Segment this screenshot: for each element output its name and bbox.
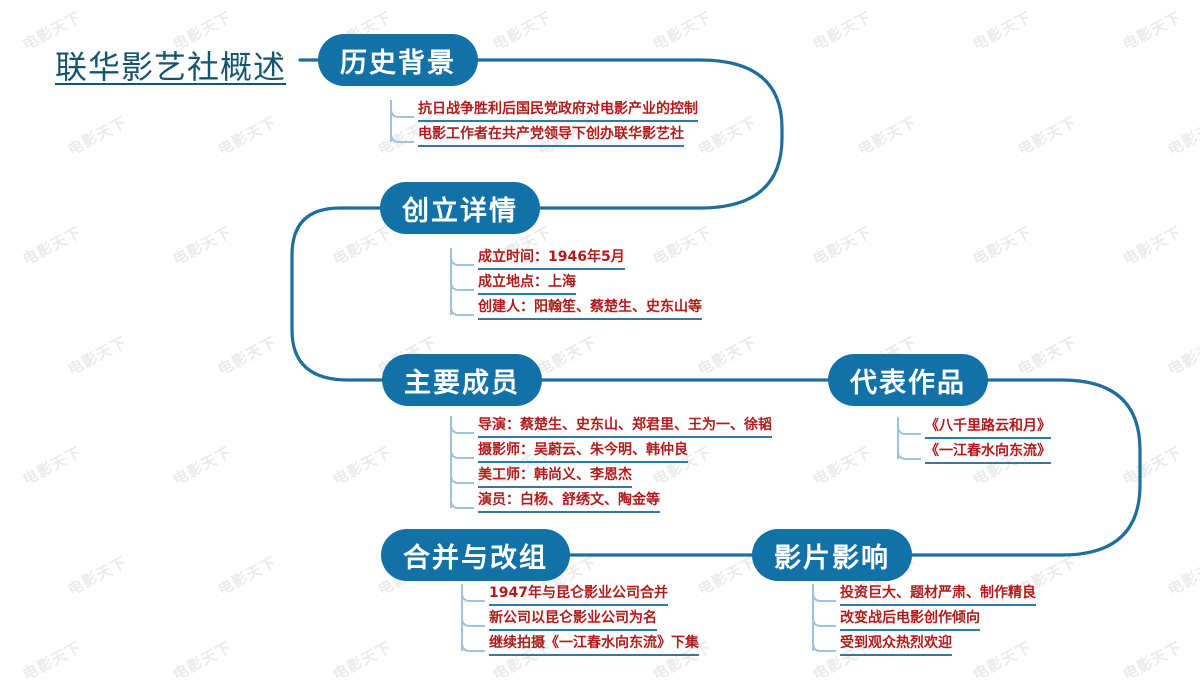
- watermark-text: 电影天下: [809, 7, 875, 54]
- watermark-text: 电影天下: [1164, 332, 1200, 379]
- watermark-text: 电影天下: [1164, 112, 1200, 159]
- leaf-group-history: 抗日战争胜利后国民党政府对电影产业的控制电影工作者在共产党领导下创办联华影艺社: [388, 98, 698, 148]
- leaf-item-label: 新公司以昆仑影业公司为名: [489, 608, 657, 631]
- node-founding[interactable]: 创立详情: [380, 182, 540, 234]
- node-impact[interactable]: 影片影响: [752, 529, 912, 581]
- leaf-item-label: 成立时间：1946年5月: [478, 247, 625, 270]
- watermark-text: 电影天下: [64, 112, 130, 159]
- watermark-text: 电影天下: [1164, 552, 1200, 599]
- leaf-item-label: 摄影师：吴蔚云、朱今明、韩仲良: [478, 440, 688, 463]
- leaf-item[interactable]: 1947年与昆仑影业公司合并: [459, 582, 699, 607]
- watermark-text: 电影天下: [489, 7, 555, 54]
- node-members[interactable]: 主要成员: [382, 354, 542, 406]
- watermark-text: 电影天下: [1014, 332, 1080, 379]
- watermark-text: 电影天下: [169, 442, 235, 489]
- leaf-item[interactable]: 新公司以昆仑影业公司为名: [459, 607, 699, 632]
- node-works[interactable]: 代表作品: [828, 354, 988, 406]
- leaf-item-label: 投资巨大、题材严肃、制作精良: [840, 583, 1036, 606]
- watermark-text: 电影天下: [809, 222, 875, 269]
- leaf-item[interactable]: 抗日战争胜利后国民党政府对电影产业的控制: [388, 98, 698, 123]
- watermark-text: 电影天下: [969, 7, 1035, 54]
- watermark-text: 电影天下: [64, 552, 130, 599]
- leaf-group-founding: 成立时间：1946年5月成立地点：上海创建人：阳翰笙、蔡楚生、史东山等: [448, 246, 702, 321]
- leaf-item-label: 《八千里路云和月》: [925, 416, 1051, 439]
- watermark-text: 电影天下: [329, 637, 395, 681]
- watermark-text: 电影天下: [694, 112, 760, 159]
- leaf-item-label: 受到观众热烈欢迎: [840, 633, 952, 656]
- leaf-item[interactable]: 《八千里路云和月》: [895, 415, 1051, 440]
- leaf-item-label: 电影工作者在共产党领导下创办联华影艺社: [418, 124, 684, 147]
- watermark-text: 电影天下: [649, 7, 715, 54]
- watermark-text: 电影天下: [169, 637, 235, 681]
- leaf-item-label: 改变战后电影创作倾向: [840, 608, 980, 631]
- leaf-item[interactable]: 成立地点：上海: [448, 271, 702, 296]
- watermark-text: 电影天下: [214, 332, 280, 379]
- leaf-item[interactable]: 成立时间：1946年5月: [448, 246, 702, 271]
- watermark-text: 电影天下: [1014, 112, 1080, 159]
- watermark-text: 电影天下: [329, 442, 395, 489]
- leaf-item[interactable]: 《一江春水向东流》: [895, 440, 1051, 465]
- leaf-item[interactable]: 改变战后电影创作倾向: [810, 607, 1036, 632]
- link-founding-members: [290, 206, 384, 382]
- leaf-item[interactable]: 演员：白杨、舒绣文、陶金等: [448, 489, 772, 514]
- watermark-text: 电影天下: [969, 222, 1035, 269]
- leaf-item-label: 导演：蔡楚生、史东山、郑君里、王为一、徐韬: [478, 415, 772, 438]
- watermark-text: 电影天下: [19, 637, 85, 681]
- watermark-text: 电影天下: [214, 552, 280, 599]
- watermark-text: 电影天下: [1119, 442, 1185, 489]
- node-history[interactable]: 历史背景: [318, 34, 478, 86]
- leaf-item-label: 《一江春水向东流》: [925, 441, 1051, 464]
- root-title: 联华影艺社概述: [55, 49, 287, 85]
- leaf-group-merger: 1947年与昆仑影业公司合并新公司以昆仑影业公司为名继续拍摄《一江春水向东流》下…: [459, 582, 699, 657]
- leaf-group-members: 导演：蔡楚生、史东山、郑君里、王为一、徐韬摄影师：吴蔚云、朱今明、韩仲良美工师：…: [448, 414, 772, 514]
- watermark-text: 电影天下: [1119, 637, 1185, 681]
- leaf-item-label: 美工师：韩尚义、李恩杰: [478, 465, 632, 488]
- watermark-text: 电影天下: [694, 552, 760, 599]
- watermark-text: 电影天下: [214, 112, 280, 159]
- leaf-item[interactable]: 受到观众热烈欢迎: [810, 632, 1036, 657]
- watermark-text: 电影天下: [1119, 222, 1185, 269]
- watermark-text: 电影天下: [329, 222, 395, 269]
- watermark-text: 电影天下: [1119, 7, 1185, 54]
- leaf-item-label: 成立地点：上海: [478, 272, 576, 295]
- watermark-text: 电影天下: [534, 332, 600, 379]
- leaf-item[interactable]: 创建人：阳翰笙、蔡楚生、史东山等: [448, 296, 702, 321]
- leaf-item[interactable]: 电影工作者在共产党领导下创办联华影艺社: [388, 123, 698, 148]
- watermark-text: 电影天下: [694, 332, 760, 379]
- leaf-item[interactable]: 继续拍摄《一江春水向东流》下集: [459, 632, 699, 657]
- leaf-item[interactable]: 导演：蔡楚生、史东山、郑君里、王为一、徐韬: [448, 414, 772, 439]
- leaf-item[interactable]: 美工师：韩尚义、李恩杰: [448, 464, 772, 489]
- leaf-item-label: 创建人：阳翰笙、蔡楚生、史东山等: [478, 297, 702, 320]
- watermark-text: 电影天下: [19, 222, 85, 269]
- watermark-text: 电影天下: [169, 222, 235, 269]
- watermark-text: 电影天下: [809, 442, 875, 489]
- link-works-impact: [886, 378, 1142, 557]
- leaf-item-label: 1947年与昆仑影业公司合并: [489, 583, 668, 606]
- leaf-item[interactable]: 摄影师：吴蔚云、朱今明、韩仲良: [448, 439, 772, 464]
- leaf-item[interactable]: 投资巨大、题材严肃、制作精良: [810, 582, 1036, 607]
- watermark-text: 电影天下: [19, 442, 85, 489]
- node-merger[interactable]: 合并与改组: [381, 529, 570, 581]
- leaf-item-label: 演员：白杨、舒绣文、陶金等: [478, 490, 660, 513]
- leaf-group-impact: 投资巨大、题材严肃、制作精良改变战后电影创作倾向受到观众热烈欢迎: [810, 582, 1036, 657]
- watermark-text: 电影天下: [854, 112, 920, 159]
- leaf-item-label: 继续拍摄《一江春水向东流》下集: [489, 633, 699, 656]
- leaf-group-works: 《八千里路云和月》《一江春水向东流》: [895, 415, 1051, 465]
- watermark-text: 电影天下: [64, 332, 130, 379]
- leaf-item-label: 抗日战争胜利后国民党政府对电影产业的控制: [418, 99, 698, 122]
